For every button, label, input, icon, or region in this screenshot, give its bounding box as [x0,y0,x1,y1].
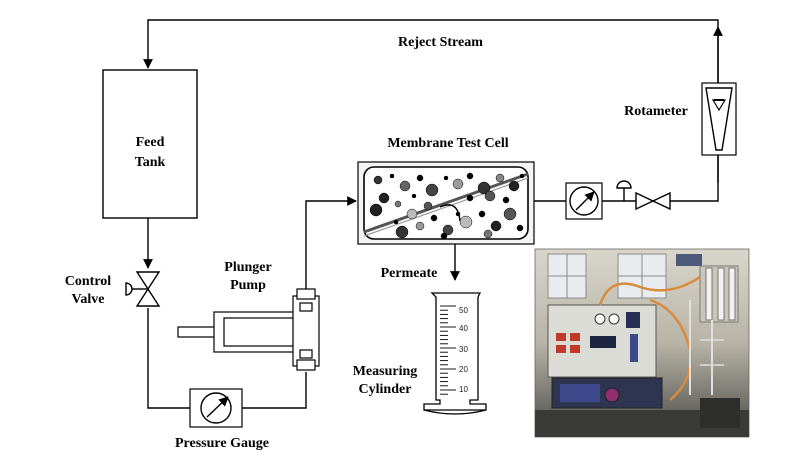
particles [369,172,525,240]
scale-label-50: 50 [459,306,468,315]
particle [416,174,424,182]
particle [373,175,383,185]
particle [443,175,449,181]
particle [478,210,486,218]
membrane-test-cell-label: Membrane Test Cell [387,136,508,151]
feed-tank [102,69,198,219]
permeate-label: Permeate [381,266,438,281]
scale-label-20: 20 [459,365,468,374]
particle [495,173,505,183]
plunger-pump-icon [177,288,320,371]
particle [423,201,433,211]
particle [425,183,439,197]
particle [389,173,395,179]
particle [399,180,411,192]
plunger-pump-label-line1: Plunger [224,260,271,275]
scale-label-30: 30 [459,345,468,354]
measuring-cylinder-label-line1: Measuring [353,364,418,379]
pressure-gauge-label: Pressure Gauge [175,436,269,451]
particle [502,196,510,204]
particle [394,200,402,208]
particle [415,221,425,231]
particle [406,208,418,220]
membrane-test-cell [357,161,535,245]
measuring-cylinder-label-line2: Cylinder [359,382,412,397]
particle [490,220,502,232]
particle [508,180,520,192]
particle [452,178,464,190]
control-valve-icon [125,271,161,307]
particle [455,211,461,217]
particle [483,229,493,239]
particle [393,219,399,225]
particle [503,207,517,221]
plunger-pump-label-line2: Pump [230,278,266,293]
particle [466,172,474,180]
particle [477,181,491,195]
particle [395,225,409,239]
pressure-gauge-icon [189,388,243,428]
particle [369,203,383,217]
particle [442,224,454,236]
particle [440,232,448,240]
particle [378,192,390,204]
feed-tank-label-line2: Tank [135,155,166,170]
feed-line [143,218,307,409]
rotameter-icon [701,82,737,156]
measuring-cylinder-icon [423,292,487,415]
rotameter-label: Rotameter [624,104,688,119]
pump-to-cell-line [305,196,357,289]
back-pressure-valve-icon [616,180,671,211]
scale-label-10: 10 [459,385,468,394]
particle [484,190,496,202]
reject-line [534,155,719,202]
scale-label-40: 40 [459,324,468,333]
control-valve-label-line1: Control [65,274,112,289]
particle [519,173,525,179]
particle [430,214,438,222]
reject-stream-label: Reject Stream [398,35,483,50]
particle [459,215,473,229]
lab-setup-photo [534,248,750,438]
particle [411,193,417,199]
particle [466,194,474,202]
outlet-pressure-gauge-icon [565,182,603,220]
cylinder-scale: 50 40 30 20 10 [459,306,468,394]
feed-tank-label-line1: Feed [136,135,165,150]
particle [516,224,524,232]
control-valve-label-line2: Valve [72,292,105,307]
